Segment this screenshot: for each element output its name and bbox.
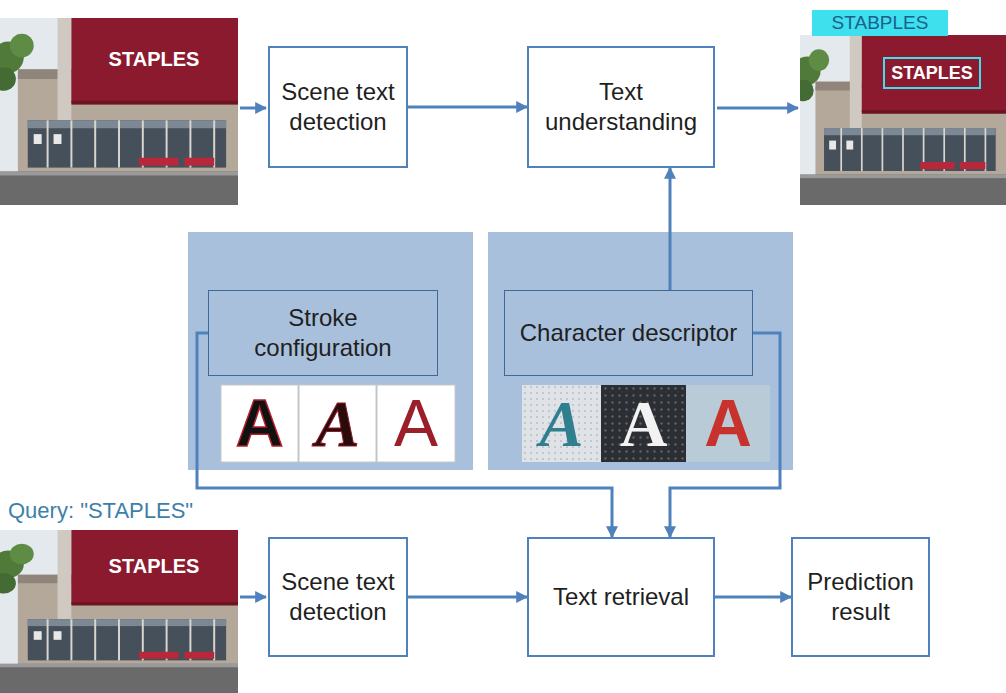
detection-box xyxy=(884,58,980,88)
process-box: Prediction result xyxy=(791,537,930,657)
feature-box: Stroke configuration xyxy=(208,290,438,376)
box-label: Scene text detection xyxy=(278,567,398,627)
glyph-sample: A xyxy=(299,385,376,462)
query-label: Query: "STAPLES" xyxy=(8,498,238,524)
glyph-tile xyxy=(299,385,376,462)
flow-arrow xyxy=(240,596,266,599)
feature-box: Character descriptor xyxy=(504,290,753,376)
process-box: Scene text detection xyxy=(268,537,408,657)
glyph-tile xyxy=(377,385,455,462)
glyph-sample: A xyxy=(601,385,686,462)
glyph-sample: A xyxy=(377,385,455,462)
detection-label: STABPLES xyxy=(812,10,948,36)
sign-text: STAPLES xyxy=(883,61,981,85)
glyph-sample: A xyxy=(522,385,601,462)
glyph-tile xyxy=(601,385,686,462)
flow-arrow xyxy=(240,107,266,110)
feature-panel xyxy=(188,232,473,470)
box-label: Scene text detection xyxy=(278,77,398,137)
flow-connector xyxy=(715,596,791,599)
box-label: Stroke configuration xyxy=(217,303,429,363)
feature-panel xyxy=(488,232,793,470)
glyph-sample: A xyxy=(686,385,770,462)
sign-text: STAPLES xyxy=(94,553,214,579)
glyph-sample: A xyxy=(221,385,298,462)
flow-connector xyxy=(408,106,527,109)
store-photo xyxy=(0,530,238,693)
sign-text: STAPLES xyxy=(94,46,214,72)
flow-connector xyxy=(669,168,672,290)
flow-connector xyxy=(408,596,527,599)
glyph-tile xyxy=(221,385,298,462)
store-photo xyxy=(0,18,238,205)
glyph-tile xyxy=(522,385,601,462)
store-photo xyxy=(793,35,1006,205)
box-label: Text understanding xyxy=(537,77,705,137)
flow-arrow xyxy=(717,107,798,110)
box-label: Prediction result xyxy=(801,567,920,627)
process-box: Text retrieval xyxy=(527,537,715,657)
glyph-tile xyxy=(686,385,770,462)
box-label: Text retrieval xyxy=(553,582,689,612)
process-box: Scene text detection xyxy=(268,46,408,168)
process-box: Text understanding xyxy=(527,46,715,168)
box-label: Character descriptor xyxy=(520,318,737,348)
